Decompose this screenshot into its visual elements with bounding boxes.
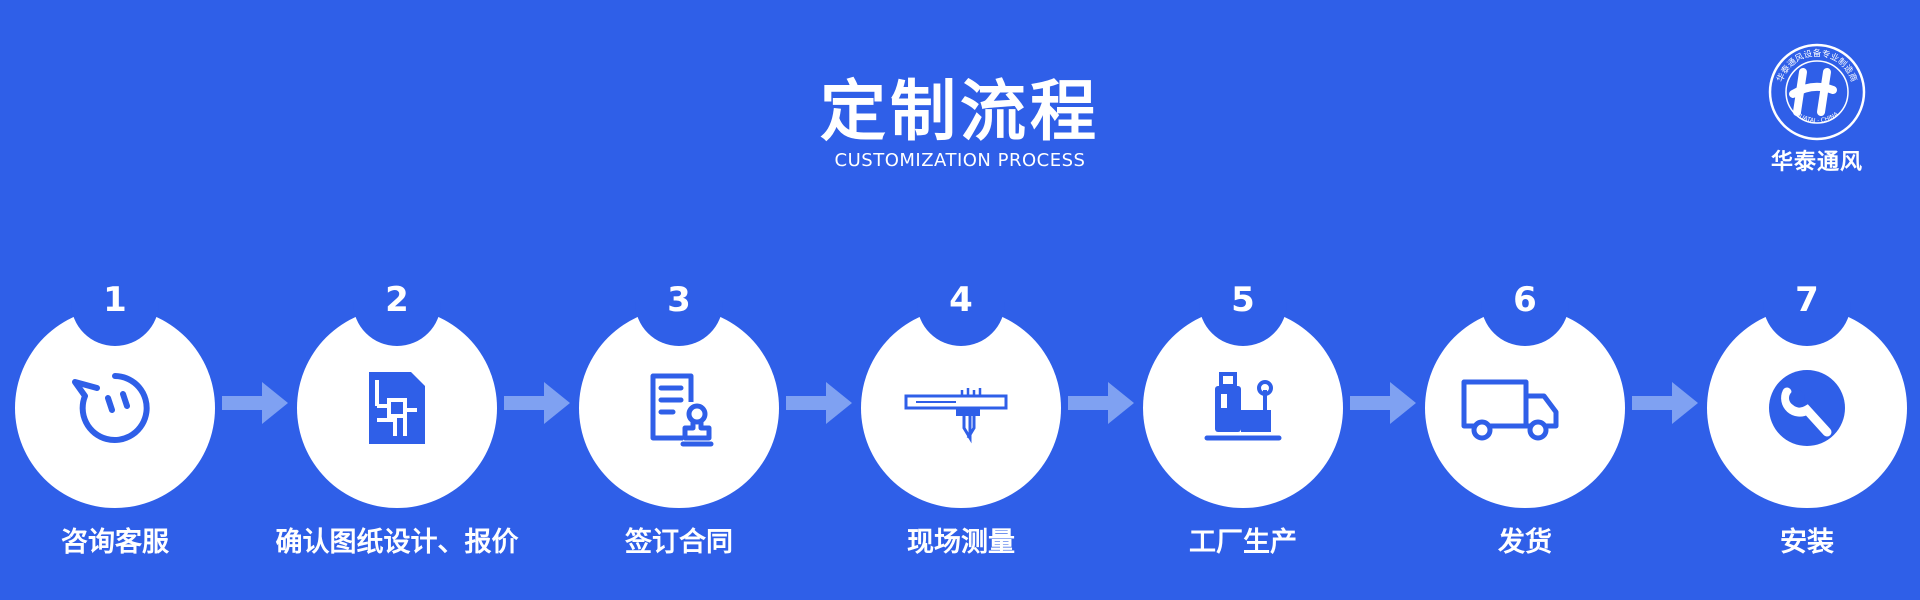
process-step-4: 4 现场测量	[851, 270, 1071, 570]
step-number: 2	[385, 280, 409, 320]
process-step-7: 7 安装	[1697, 270, 1917, 570]
wrench-icon	[1769, 370, 1845, 446]
chat-bubble-icon	[72, 373, 150, 443]
contract-stamp-icon	[650, 373, 714, 447]
arrow-right-icon	[222, 382, 288, 424]
company-logo: 华泰通风设备专业制造商 HUATAI · CHINA 华泰通风	[1762, 40, 1872, 180]
arrow-right-icon	[504, 382, 570, 424]
step-label: 发货	[1498, 527, 1552, 558]
logo-ring-text: 华泰通风设备专业制造商	[1775, 48, 1860, 84]
huatai-emblem-icon: 华泰通风设备专业制造商 HUATAI · CHINA	[1768, 43, 1866, 141]
step-number: 4	[949, 280, 973, 320]
logo-company-name: 华泰通风	[1770, 150, 1863, 175]
arrow-right-icon	[786, 382, 852, 424]
arrow-right-icon	[1632, 382, 1698, 424]
step-number: 3	[667, 280, 691, 320]
step-label: 工厂生产	[1189, 527, 1297, 558]
blueprint-icon	[369, 372, 425, 444]
process-step-6: 6 发货	[1415, 270, 1635, 570]
step-label: 咨询客服	[61, 527, 169, 558]
step-number: 1	[103, 280, 127, 320]
process-step-5: 5 工厂生产	[1133, 270, 1353, 570]
step-label: 确认图纸设计、报价	[275, 527, 519, 558]
step-number: 6	[1513, 280, 1537, 320]
process-step-2: 2 确认图纸设计、报价	[276, 270, 519, 570]
step-label: 签订合同	[625, 527, 733, 558]
arrow-right-icon	[1068, 382, 1134, 424]
delivery-truck-icon	[1461, 379, 1559, 441]
caliper-icon	[904, 388, 1008, 444]
page-subtitle: CUSTOMIZATION PROCESS	[834, 150, 1086, 171]
step-number: 5	[1231, 280, 1255, 320]
svg-text:华泰通风设备专业制造商: 华泰通风设备专业制造商	[1775, 48, 1860, 84]
step-label: 现场测量	[907, 527, 1015, 558]
arrow-right-icon	[1350, 382, 1416, 424]
process-step-3: 3 签订合同	[569, 270, 789, 570]
step-number: 7	[1795, 280, 1819, 320]
process-step-1: 1 咨询客服	[5, 270, 225, 570]
page-title: 定制流程	[820, 73, 1100, 150]
step-label: 安装	[1780, 527, 1834, 558]
factory-machine-icon	[1204, 372, 1282, 441]
